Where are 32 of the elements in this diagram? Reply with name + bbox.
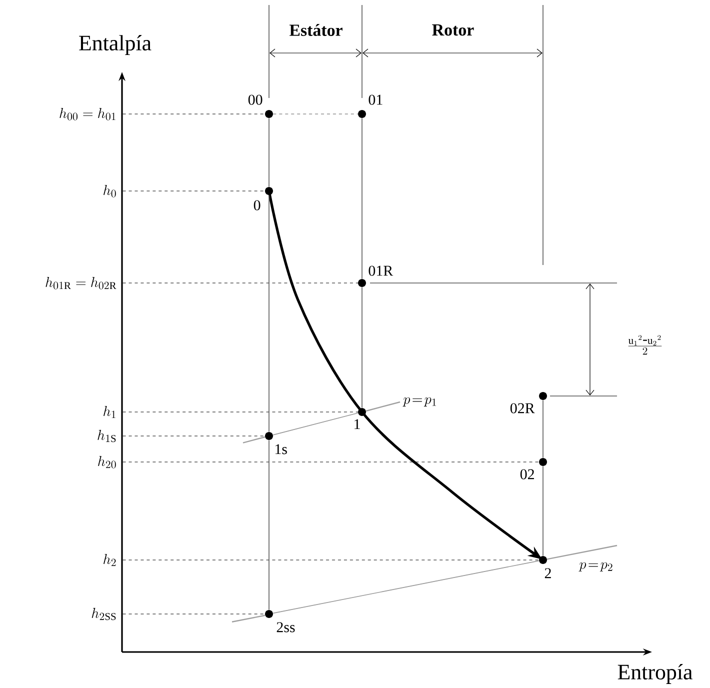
enthalpy-label: $h_{01\mathrm{R}} = h_{02\mathrm{R}}$ bbox=[46, 276, 116, 290]
point-label: 1 bbox=[354, 419, 360, 430]
enthalpy-label: $h_{00} = h_{01}$ bbox=[60, 108, 116, 120]
state-line bbox=[268, 440, 270, 610]
point-label: 1s bbox=[276, 444, 287, 454]
enthalpy-label: $h_{20}$ bbox=[98, 456, 116, 468]
point-label: 02R bbox=[510, 403, 535, 414]
enthalpy-label: $h_{1\mathrm{S}}$ bbox=[98, 430, 116, 442]
enthalpy-label: $h_1$ bbox=[104, 406, 116, 418]
pressure-label: $p\!=\!p_2$ bbox=[578, 562, 612, 572]
axis-title: Entropía bbox=[618, 664, 692, 684]
section-heading: Rotor bbox=[432, 24, 474, 36]
velocity-term: $\frac{\mathrm{u}_1{}^2\mbox{-}\mathrm{u}_2{}^2}{2}$ bbox=[628, 335, 662, 355]
point-label: 2 bbox=[544, 568, 551, 578]
state-line bbox=[272, 412, 358, 436]
point-label: 02 bbox=[520, 469, 534, 480]
enthalpy-label: $h_{2\mathrm{SS}}$ bbox=[92, 608, 116, 620]
state-line bbox=[268, 194, 270, 432]
state-line bbox=[272, 560, 540, 614]
pressure-label: $p\!=\!p_1$ bbox=[402, 397, 436, 406]
state-line bbox=[542, 466, 544, 556]
axis-title: Entalpía bbox=[79, 35, 152, 55]
state-line bbox=[542, 400, 544, 458]
point-label: 01 bbox=[368, 94, 382, 105]
section-heading: Estátor bbox=[290, 24, 342, 36]
point-label: 2ss bbox=[276, 622, 295, 632]
point-label: 0 bbox=[254, 200, 260, 210]
point-label: 00 bbox=[248, 94, 262, 105]
point-label: 01R bbox=[368, 266, 394, 276]
enthalpy-label: $h_2$ bbox=[104, 554, 116, 566]
enthalpy-label: $h_0$ bbox=[104, 184, 116, 198]
state-line bbox=[268, 118, 270, 188]
